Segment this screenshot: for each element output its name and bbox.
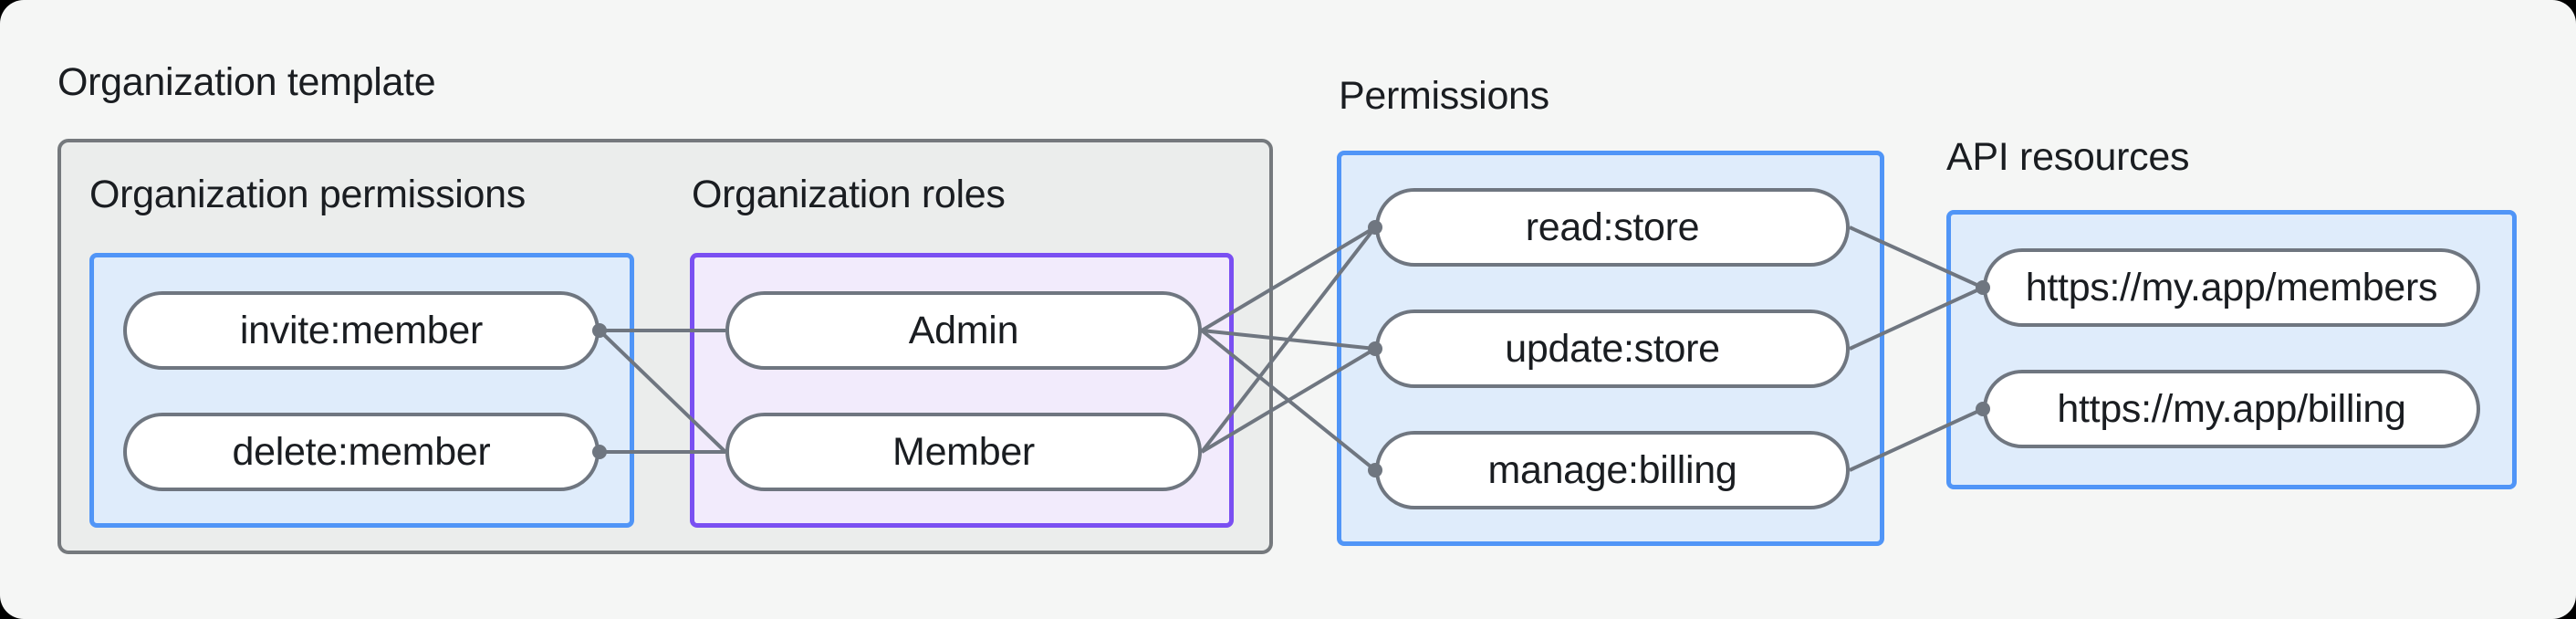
pill-api-members-url: https://my.app/members — [1983, 248, 2480, 327]
pill-update-store: update:store — [1375, 310, 1850, 388]
pill-manage-billing: manage:billing — [1375, 431, 1850, 509]
pill-admin-role: Admin — [725, 291, 1202, 370]
organization-permissions-label: Organization permissions — [89, 173, 526, 216]
pill-member-role: Member — [725, 413, 1202, 491]
permissions-label: Permissions — [1339, 74, 1549, 118]
organization-roles-label: Organization roles — [692, 173, 1006, 216]
pill-invite-member: invite:member — [123, 291, 600, 370]
pill-api-billing-url: https://my.app/billing — [1983, 370, 2480, 448]
pill-read-store: read:store — [1375, 188, 1850, 267]
pill-delete-member: delete:member — [123, 413, 600, 491]
api-resources-label: API resources — [1946, 135, 2190, 179]
organization-template-label: Organization template — [57, 60, 436, 104]
